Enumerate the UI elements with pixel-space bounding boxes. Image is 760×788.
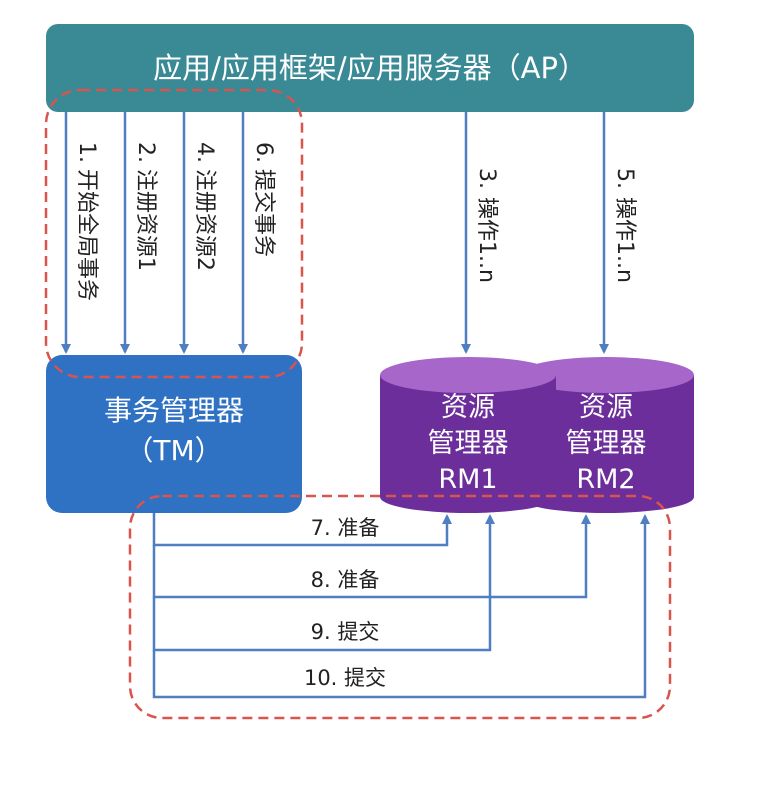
dashed-outline-registration (44, 88, 304, 379)
label-step3: 3.操作1..n (474, 168, 499, 283)
tm-to-rm-labels: 7. 准备 8. 准备 9. 提交 10. 提交 (304, 516, 386, 690)
rm2-label-line3: RM2 (576, 464, 635, 495)
ap-to-rm-arrows (461, 112, 609, 354)
label-step8: 8. 准备 (311, 568, 380, 592)
label-step7: 7. 准备 (311, 516, 380, 540)
tm-box (46, 355, 302, 513)
dashed-outline-commit (128, 494, 672, 720)
rm1-label-line1: 资源 (441, 392, 495, 423)
label-step9: 9. 提交 (311, 620, 380, 644)
rm2-label-line2: 管理器 (566, 428, 647, 459)
label-step5: 5.操作1..n (612, 168, 637, 283)
arrow-step8 (152, 514, 591, 599)
label-step2: 2.注册资源1 (133, 142, 158, 271)
rm1-cylinder: 资源 管理器 RM1 (380, 357, 556, 513)
ap-label: 应用/应用框架/应用服务器（AP） (153, 51, 587, 85)
ap-to-tm-arrows (61, 112, 248, 354)
tm-label-line2: （TM） (125, 434, 222, 467)
rm1-label-line2: 管理器 (428, 428, 509, 459)
tm-to-rm-arrows (152, 513, 650, 699)
rm1-label-line3: RM1 (438, 464, 497, 495)
tm-label-line1: 事务管理器 (104, 394, 244, 427)
label-step10: 10. 提交 (304, 666, 386, 690)
label-step1: 1.开始全局事务 (74, 142, 99, 301)
ap-to-rm-labels: 3.操作1..n 5.操作1..n (474, 168, 637, 283)
arrow-step10 (152, 514, 650, 699)
ap-to-tm-labels: 1.开始全局事务 2.注册资源1 4.注册资源2 6.提交事务 (74, 142, 276, 301)
label-step4: 4.注册资源2 (192, 142, 217, 271)
rm2-label-line1: 资源 (579, 392, 633, 423)
label-step6: 6.提交事务 (251, 142, 276, 257)
arrow-step7 (152, 513, 452, 547)
arrow-step9 (152, 514, 495, 652)
